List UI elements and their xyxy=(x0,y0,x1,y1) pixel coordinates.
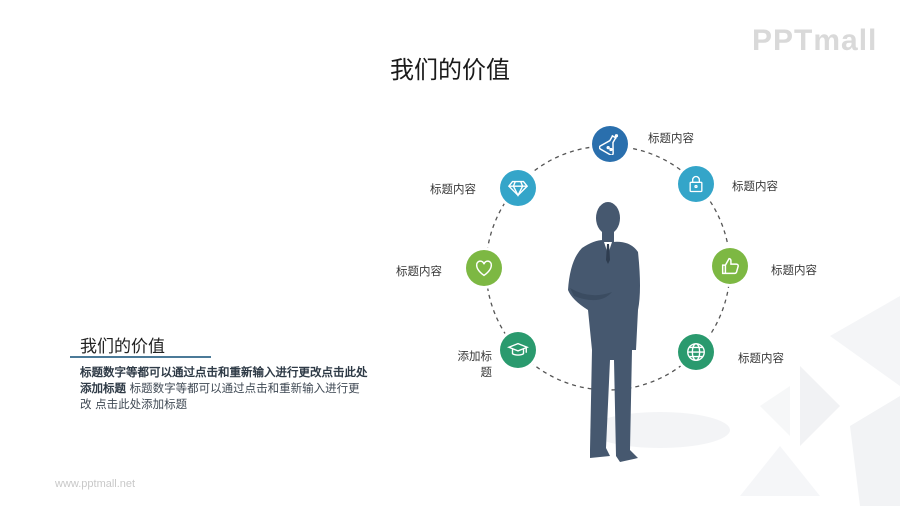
node-label-lock: 标题内容 xyxy=(732,179,778,193)
businessman-silhouette xyxy=(568,202,640,462)
page-title: 我们的价值 xyxy=(390,56,510,84)
node-label-flask: 标题内容 xyxy=(648,131,694,145)
globe-icon xyxy=(687,343,705,361)
node-label-thumbs-up: 标题内容 xyxy=(771,263,817,277)
section-body: 标题数字等都可以通过点击和重新输入进行更改点击此处添加标题 标题数字等都可以通过… xyxy=(80,364,370,412)
footer-url: www.pptmall.net xyxy=(55,478,136,490)
background-triangles xyxy=(740,296,900,506)
diamond-icon xyxy=(507,180,529,197)
heading-underline xyxy=(70,356,211,358)
node-label-globe: 标题内容 xyxy=(738,351,784,365)
node-label-graduation-cap: 添加标题 xyxy=(448,348,493,380)
graduation-cap-icon xyxy=(507,342,529,356)
body-bold-text: 标题数字等都可以通过点击和重新输入进行更改点击此处添加标题 xyxy=(80,365,368,395)
node-label-diamond: 标题内容 xyxy=(430,182,476,196)
lock-icon xyxy=(689,175,703,193)
heart-icon xyxy=(475,260,493,277)
thumbs-up-icon xyxy=(721,257,739,275)
body-normal-text: 标题数字等都可以通过点击和重新输入进行更改 点击此处添加标题 xyxy=(80,381,360,411)
node-graduation-cap[interactable] xyxy=(500,332,536,368)
node-heart[interactable] xyxy=(466,250,502,286)
node-flask[interactable] xyxy=(592,126,628,162)
node-label-heart: 标题内容 xyxy=(396,264,442,278)
node-thumbs-up[interactable] xyxy=(712,248,748,284)
node-globe[interactable] xyxy=(678,334,714,370)
node-lock[interactable] xyxy=(678,166,714,202)
logo: PPTmall xyxy=(752,24,878,57)
node-label-graduation-cap-text: 添加标题 xyxy=(457,349,493,379)
flask-icon xyxy=(599,134,619,155)
section-heading: 我们的价值 xyxy=(80,337,165,357)
node-diamond[interactable] xyxy=(500,170,536,206)
